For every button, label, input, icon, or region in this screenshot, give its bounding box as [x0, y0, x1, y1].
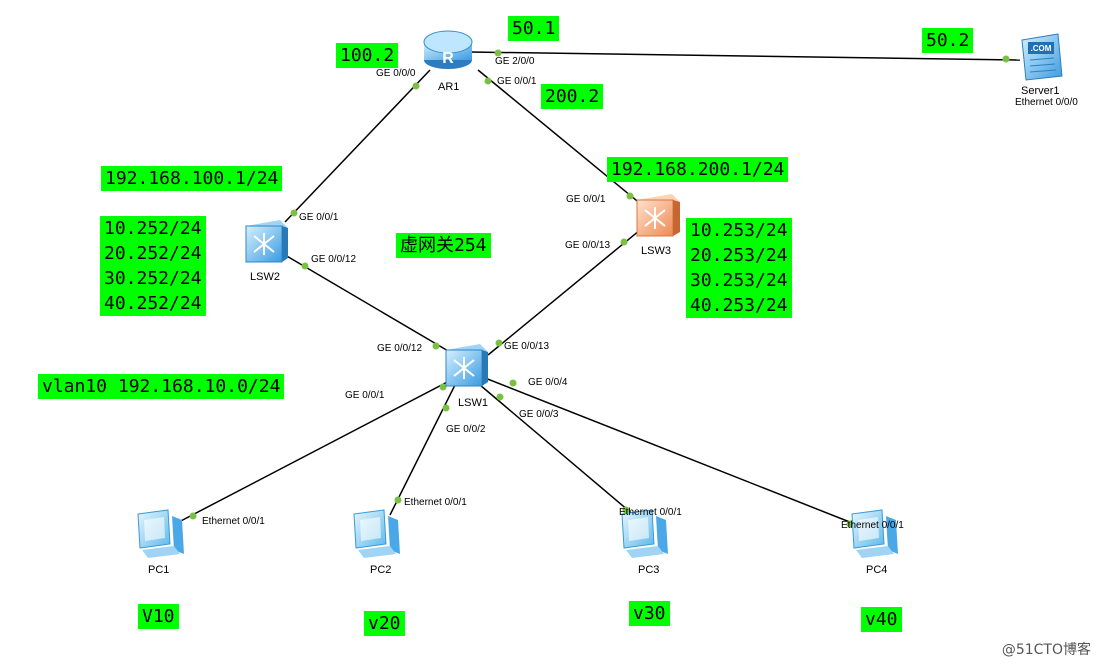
- port-dot: [495, 339, 503, 347]
- switch-icon[interactable]: [636, 194, 680, 237]
- device-label-pc1: PC1: [148, 564, 169, 576]
- link-lsw2-lsw1: [284, 254, 456, 356]
- link-lsw1-pc2: [389, 384, 456, 516]
- annotation-v10: V10: [138, 604, 179, 629]
- annotation-v40: v40: [861, 607, 902, 632]
- port-label: GE 0/0/13: [504, 341, 549, 352]
- port-dot: [622, 506, 630, 514]
- pc-icon[interactable]: [851, 509, 898, 558]
- port-dot: [509, 379, 517, 387]
- annotation-v20: v20: [364, 611, 405, 636]
- switch-icon[interactable]: [445, 344, 488, 387]
- port-dot: [394, 496, 402, 504]
- server-icon[interactable]: .COM: [1021, 33, 1063, 81]
- link-ar1-lsw2: [284, 69, 431, 223]
- port-label: GE 2/0/0: [495, 56, 535, 67]
- router-icon[interactable]: R: [423, 30, 473, 69]
- port-dot: [442, 404, 450, 412]
- device-label-pc2: PC2: [370, 564, 391, 576]
- port-label: GE 0/0/12: [377, 343, 422, 354]
- link-lsw1-pc3: [479, 384, 643, 523]
- port-dot: [432, 342, 440, 350]
- device-label-lsw2: LSW2: [250, 271, 280, 283]
- port-label-server1: Ethernet 0/0/0: [1015, 97, 1078, 108]
- port-dot: [412, 82, 420, 90]
- port-label: Ethernet 0/0/1: [841, 520, 904, 531]
- annotation-net-100: 192.168.100.1/24: [101, 166, 283, 191]
- device-label-ar1: AR1: [438, 81, 459, 93]
- device-label-lsw1: LSW1: [458, 397, 488, 409]
- port-label: Ethernet 0/0/1: [202, 516, 265, 527]
- links: [174, 51, 1021, 531]
- svg-text:.COM: .COM: [1031, 44, 1052, 53]
- port-label: GE 0/0/13: [565, 240, 610, 251]
- port-label: GE 0/0/12: [311, 254, 356, 265]
- link-lsw1-pc1: [174, 377, 456, 525]
- port-label: GE 0/0/1: [497, 76, 537, 87]
- link-lsw3-lsw1: [487, 229, 641, 356]
- port-dot: [846, 520, 854, 528]
- port-dot: [1002, 55, 1010, 63]
- switch-icon[interactable]: [245, 220, 288, 263]
- device-label-lsw3: LSW3: [641, 245, 671, 257]
- port-dot: [626, 192, 634, 200]
- port-label: GE 0/0/3: [519, 409, 559, 420]
- annotation-lsw3-ips: 10.253/24 20.253/24 30.253/24 40.253/24: [686, 218, 792, 318]
- annotation-virtual-gateway: 虚网关254: [396, 233, 491, 258]
- annotation-ip-50-1: 50.1: [508, 16, 560, 41]
- annotation-lsw2-ips: 10.252/24 20.252/24 30.252/24 40.252/24: [100, 216, 206, 316]
- port-label: GE 0/0/1: [566, 194, 606, 205]
- annotation-v30: v30: [629, 601, 670, 626]
- port-dot: [189, 512, 197, 520]
- port-label: GE 0/0/4: [528, 377, 568, 388]
- svg-text:R: R: [442, 50, 454, 67]
- port-label: Ethernet 0/0/1: [404, 497, 467, 508]
- annotation-ip-200-2: 200.2: [541, 84, 604, 109]
- device-label-server1: Server1: [1021, 85, 1060, 97]
- port-dot: [484, 77, 492, 85]
- port-dot: [439, 383, 447, 391]
- link-ar1-lsw3: [477, 69, 643, 206]
- port-dot: [290, 209, 298, 217]
- port-label: GE 0/0/2: [446, 424, 486, 435]
- device-label-pc3: PC3: [638, 564, 659, 576]
- device-label-pc4: PC4: [866, 564, 887, 576]
- port-label: GE 0/0/0: [376, 68, 416, 79]
- annotation-net-200: 192.168.200.1/24: [607, 157, 789, 182]
- link-lsw1-pc4: [484, 377, 871, 531]
- pc-icon[interactable]: [621, 509, 668, 558]
- annotation-ip-50-2: 50.2: [922, 28, 974, 53]
- watermark: @51CTO博客: [1001, 642, 1091, 658]
- annotation-ip-100-2: 100.2: [336, 43, 399, 68]
- port-dots: [189, 49, 1010, 528]
- port-label: GE 0/0/1: [299, 212, 339, 223]
- port-dot: [496, 393, 504, 401]
- pc-icon[interactable]: [353, 509, 400, 558]
- port-dot: [494, 49, 502, 57]
- port-label: Ethernet 0/0/1: [619, 507, 682, 518]
- port-label: GE 0/0/1: [345, 390, 385, 401]
- pc-icon[interactable]: [137, 509, 184, 558]
- annotation-vlan10: vlan10 192.168.10.0/24: [38, 374, 285, 399]
- port-dot: [620, 238, 628, 246]
- link-ar1-server1: [469, 51, 1021, 61]
- port-dot: [301, 262, 309, 270]
